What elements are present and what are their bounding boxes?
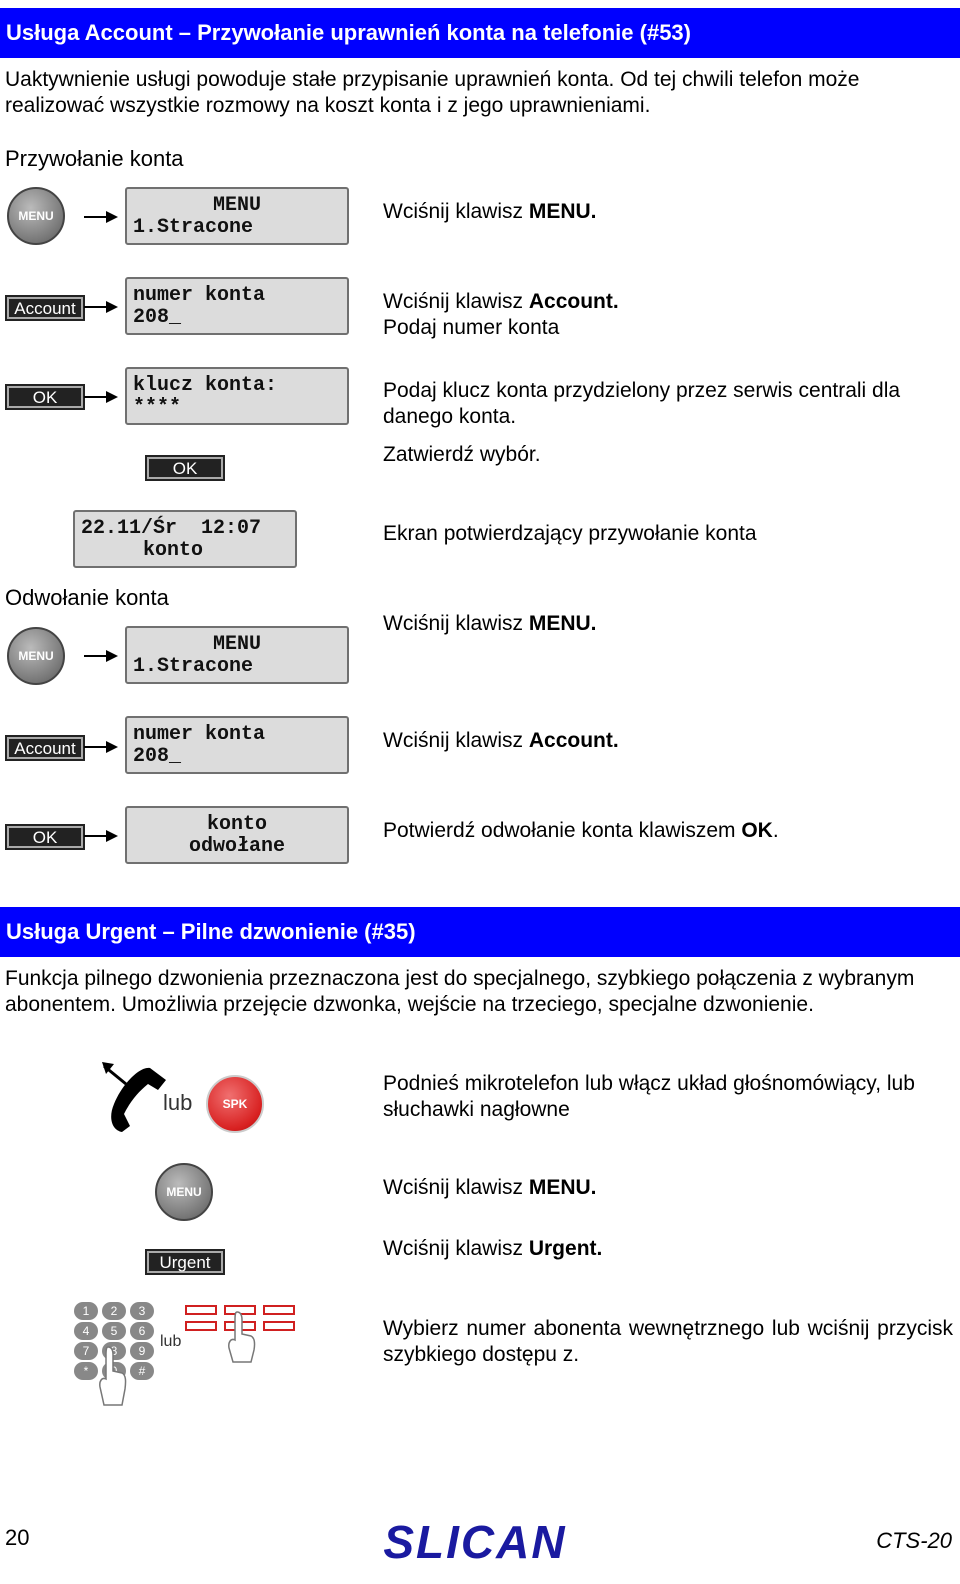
step-instruction: Potwierdź odwołanie konta klawiszem OK. (383, 819, 779, 842)
slican-logo: SLICAN (383, 1518, 566, 1566)
keypad-key: 7 (74, 1342, 98, 1360)
account-key-icon: Account (7, 737, 83, 759)
subheading-recall-account: Przywołanie konta (5, 146, 184, 171)
lcd-display: klucz konta:**** (125, 367, 349, 425)
arrow-right-icon (84, 211, 118, 223)
section-intro-urgent: Funkcja pilnego dzwonienia przeznaczona … (5, 967, 915, 1016)
keypad-key: 2 (102, 1302, 126, 1320)
or-label: lub (160, 1333, 182, 1350)
step-instruction: Wciśnij klawisz Account. (383, 729, 619, 752)
menu-key-icon: MENU (155, 1163, 213, 1221)
keypad-key: 6 (130, 1322, 154, 1340)
arrow-right-icon (84, 830, 118, 842)
menu-key-icon: MENU (7, 187, 65, 245)
account-key-icon: Account (7, 297, 83, 319)
keypad-key: 9 (130, 1342, 154, 1360)
speed-dial-keys-icon (185, 1305, 295, 1363)
section-banner-urgent: Usługa Urgent – Pilne dzwonienie (#35) (0, 907, 960, 957)
ok-key-icon: OK (7, 826, 83, 848)
step-instruction: Wciśnij klawisz MENU. (383, 200, 597, 223)
or-label: lub (163, 1090, 193, 1115)
arrow-right-icon (84, 391, 118, 403)
subheading-cancel-account: Odwołanie konta (5, 585, 169, 610)
step-instruction: Ekran potwierdzający przywołanie konta (383, 522, 757, 545)
step-instruction: Wciśnij klawisz MENU. (383, 1176, 597, 1199)
ok-key-icon: OK (7, 386, 83, 408)
keypad-key: 3 (130, 1302, 154, 1320)
handset-lift-icon (102, 1062, 166, 1132)
svg-text:SLICAN: SLICAN (383, 1518, 566, 1566)
step-instruction: Podaj klucz konta przydzielony przez ser… (383, 379, 901, 428)
step-instruction: Podnieś mikrotelefon lub włącz układ gło… (383, 1072, 915, 1121)
arrow-right-icon (84, 741, 118, 753)
keypad-key: # (130, 1362, 154, 1380)
spk-key-icon: SPK (206, 1075, 264, 1133)
document-code: CTS-20 (876, 1528, 952, 1553)
pointing-hand-icon (99, 1346, 127, 1406)
urgent-key-icon: Urgent (147, 1251, 223, 1273)
keypad-key: * (74, 1362, 98, 1380)
keypad-key: 5 (102, 1322, 126, 1340)
arrow-right-icon (84, 301, 118, 313)
page-number: 20 (5, 1525, 30, 1550)
keypad-key: 1 (74, 1302, 98, 1320)
ok-key-icon: OK (147, 457, 223, 479)
menu-key-icon: MENU (7, 627, 65, 685)
step-instruction: Zatwierdź wybór. (383, 443, 541, 466)
step-instruction: Wciśnij klawisz Account.Podaj numer kont… (383, 290, 619, 339)
arrow-right-icon (84, 650, 118, 662)
step-instruction: Wciśnij klawisz MENU. (383, 612, 597, 635)
section-banner-account: Usługa Account – Przywołanie uprawnień k… (0, 8, 960, 58)
section-intro-account: Uaktywnienie usługi powoduje stałe przyp… (5, 68, 860, 117)
step-instruction: Wciśnij klawisz Urgent. (383, 1237, 603, 1260)
keypad-key: 4 (74, 1322, 98, 1340)
step-instruction: Wybierz numer abonenta wewnętrznego lub … (383, 1317, 953, 1366)
